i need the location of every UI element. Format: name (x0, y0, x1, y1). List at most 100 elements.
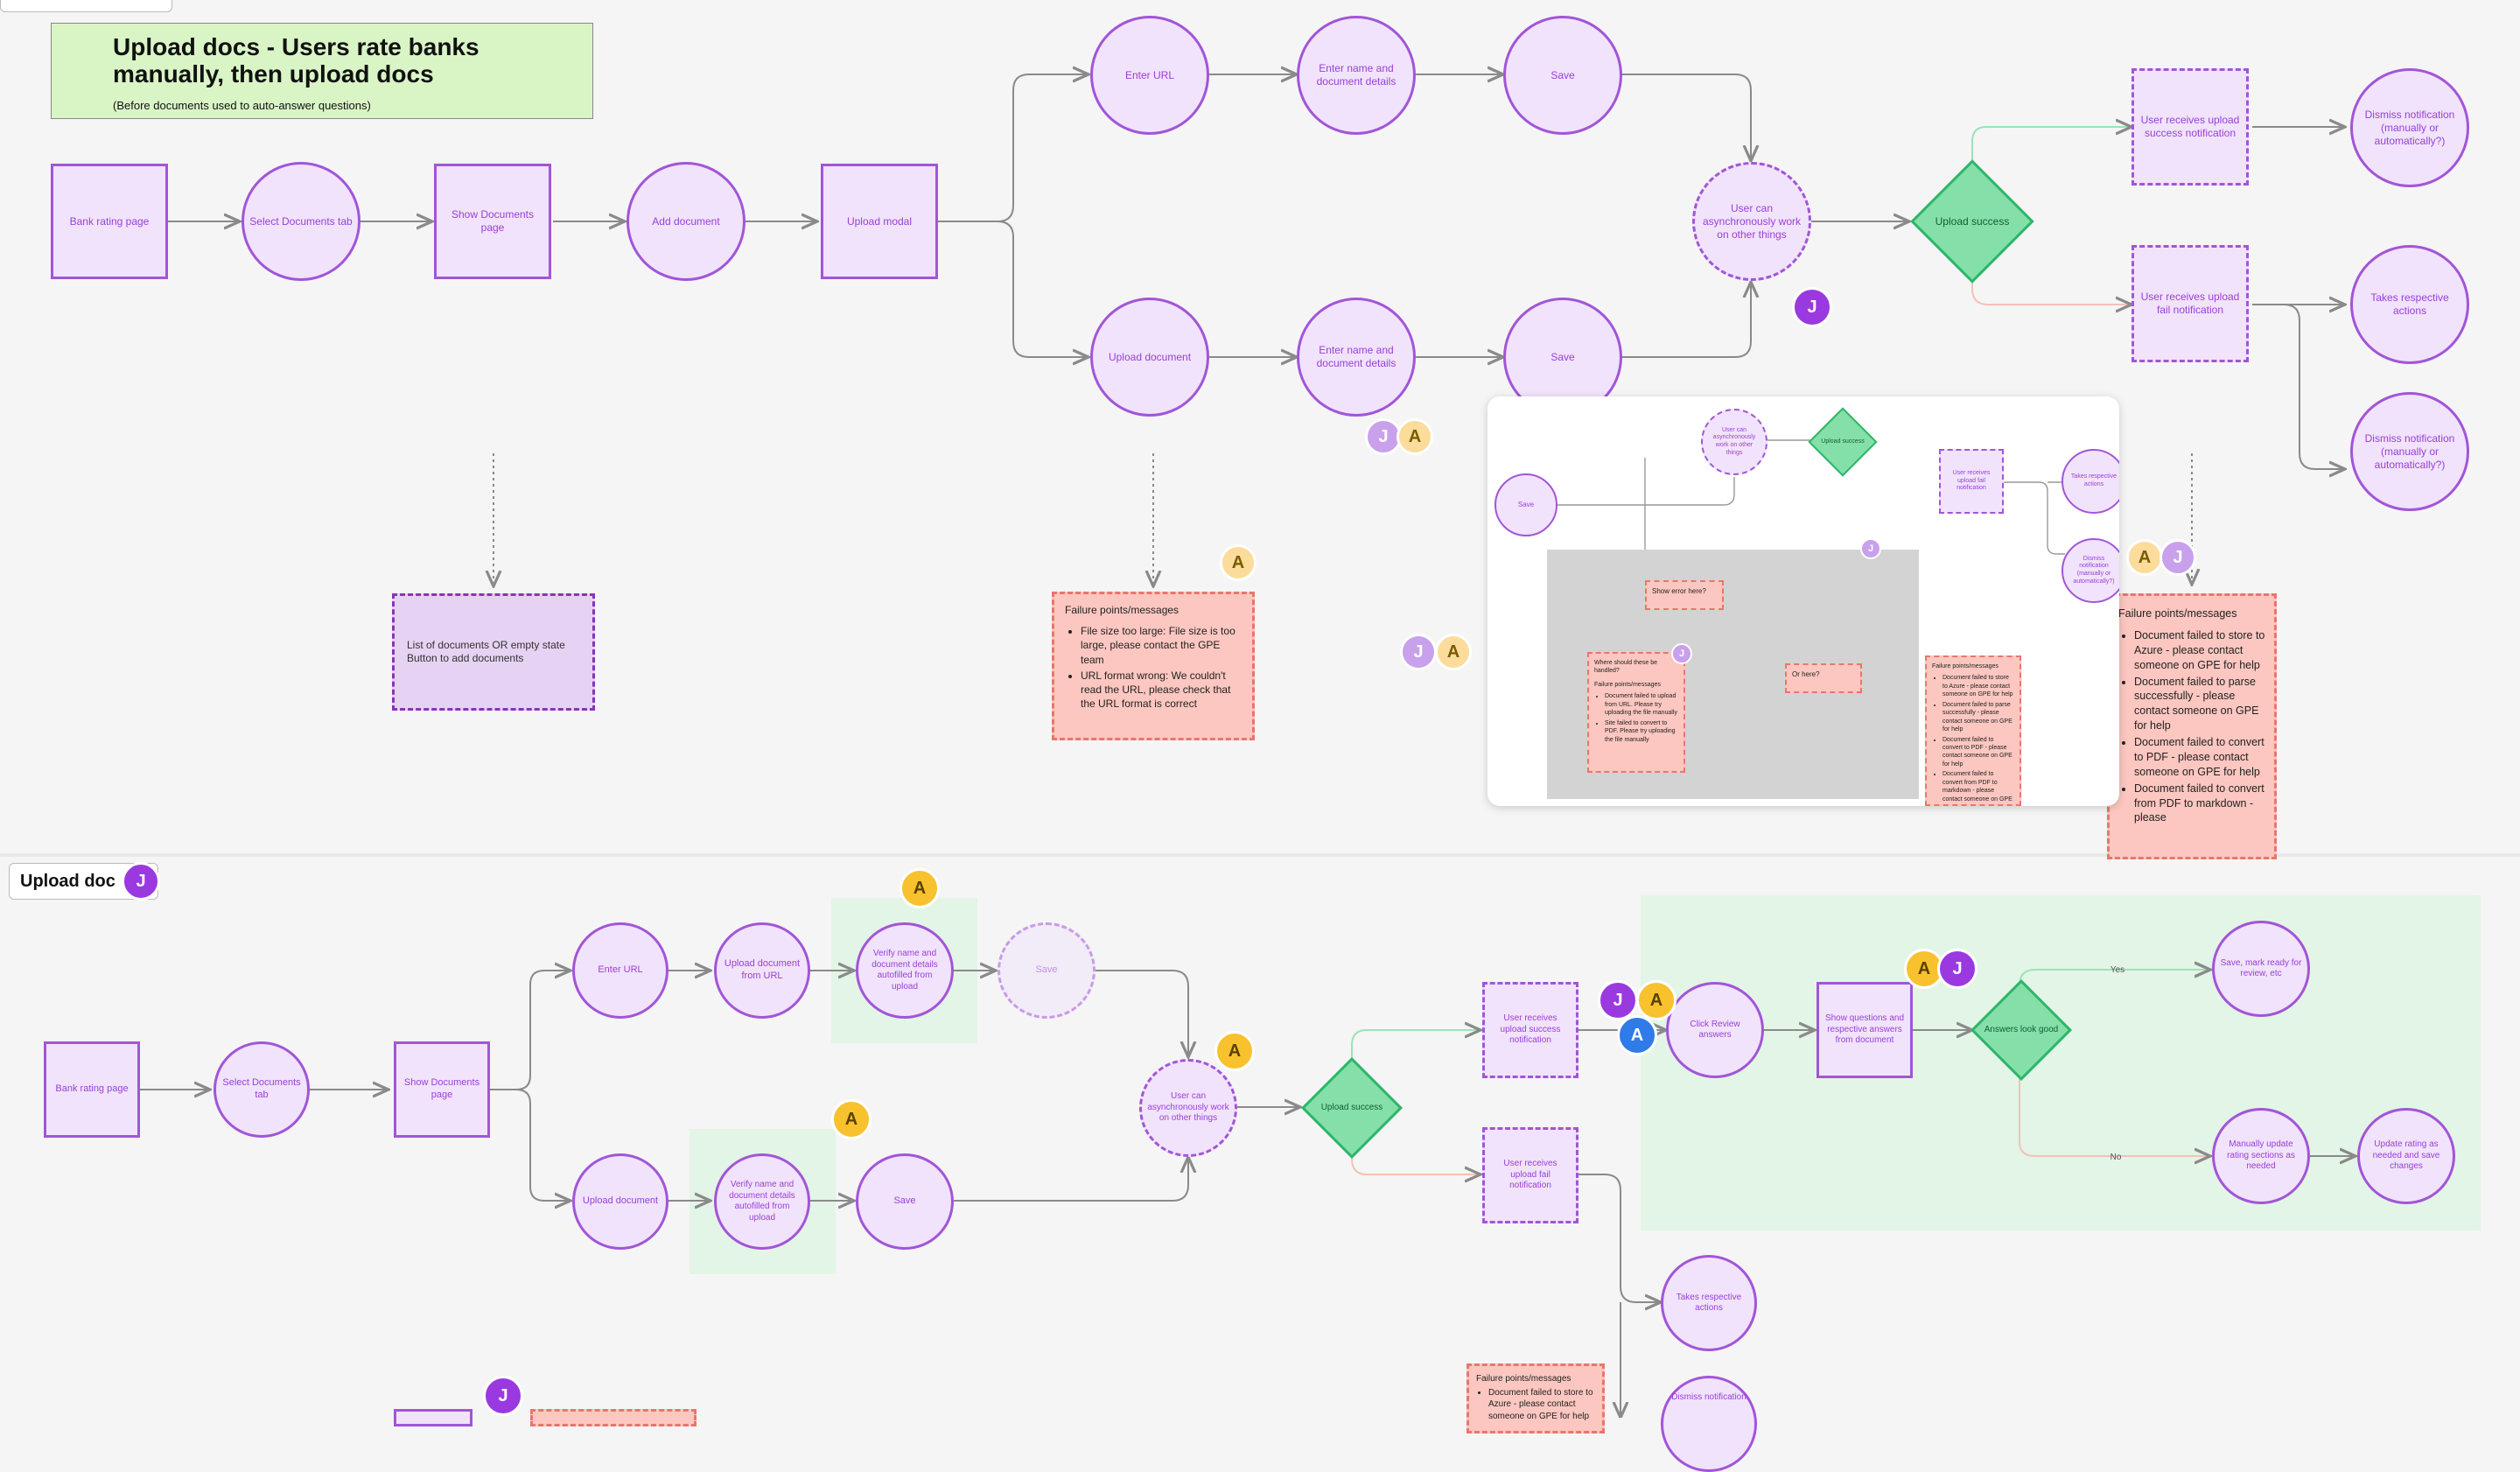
preview-failure-left: Where should these be handled? Failure p… (1587, 652, 1685, 773)
avatar-a[interactable]: A (1636, 980, 1676, 1020)
node-show-documents-page-b[interactable]: Show Documents page (394, 1041, 490, 1138)
failure-item: URL format wrong: We couldn't read the U… (1081, 669, 1242, 711)
node-success-notification[interactable]: User receives upload success notificatio… (2132, 68, 2249, 186)
section-divider (0, 853, 2520, 857)
embedded-preview[interactable]: Save User can asynchronously work on oth… (1488, 396, 2119, 806)
node-enter-url[interactable]: Enter URL (1090, 16, 1209, 135)
preview-failure-title: Failure points/messages (1932, 663, 1998, 669)
avatar-a[interactable]: A (1617, 1015, 1657, 1055)
failure-item: Document failed to convert from PDF to m… (2134, 782, 2265, 826)
preview-failure-list: Document failed to store to Azure - plea… (1932, 674, 2014, 803)
avatar-a[interactable]: A (900, 868, 940, 908)
failure-partial-bottom[interactable] (530, 1409, 696, 1426)
avatar-j[interactable]: J (1792, 287, 1832, 327)
node-upload-modal[interactable]: Upload modal (821, 164, 938, 279)
label-no: No (2110, 1152, 2122, 1162)
node-success-notification-b[interactable]: User receives upload success notificatio… (1482, 982, 1578, 1078)
failure-list: Document failed to store to Azure - plea… (1476, 1387, 1595, 1423)
node-enter-name-details-1[interactable]: Enter name and document details (1297, 16, 1416, 135)
diagram-subtitle: (Before documents used to auto-answer qu… (113, 98, 371, 112)
node-list-of-documents[interactable]: List of documents OR empty state Button … (392, 593, 595, 711)
node-show-documents-page[interactable]: Show Documents page (434, 164, 551, 279)
preview-user-async: User can asynchronously work on other th… (1701, 409, 1768, 475)
avatar-a[interactable]: A (1904, 949, 1944, 989)
node-bank-rating-page[interactable]: Bank rating page (51, 164, 168, 279)
node-takes-actions-b[interactable]: Takes respective actions (1661, 1255, 1757, 1351)
avatar-j[interactable]: J (1937, 949, 1978, 989)
avatar-j[interactable]: J (1400, 634, 1437, 670)
failure-list: Document failed to store to Azure - plea… (2118, 628, 2265, 825)
failure-title: Failure points/messages (1065, 604, 1180, 616)
node-partial-bottom-1[interactable] (394, 1409, 472, 1426)
node-fail-notification-b[interactable]: User receives upload fail notification (1482, 1127, 1578, 1223)
node-fail-notification[interactable]: User receives upload fail notification (2132, 245, 2249, 362)
node-update-rating[interactable]: Update rating as needed and save changes (2357, 1108, 2455, 1204)
preview-failure-right: Failure points/messages Document failed … (1925, 655, 2021, 806)
frame-label[interactable]: Upload doc J (9, 862, 160, 901)
node-enter-url-b[interactable]: Enter URL (572, 922, 668, 1019)
node-save-b[interactable]: Save (856, 1153, 954, 1250)
preview-takes-actions: Takes respective actions (2062, 449, 2119, 514)
node-takes-actions[interactable]: Takes respective actions (2350, 245, 2469, 364)
preview-avatar-j: J (1671, 643, 1692, 664)
preview-or-here: Or here? (1785, 663, 1862, 693)
decision-label: Upload success (1935, 214, 2010, 228)
node-upload-document[interactable]: Upload document (1090, 298, 1209, 417)
avatar-a[interactable]: A (2126, 539, 2163, 576)
node-upload-document-b[interactable]: Upload document (572, 1153, 668, 1250)
decision-label: Answers look good (1984, 1025, 2059, 1034)
avatar-a[interactable]: A (1435, 634, 1472, 670)
avatar-a[interactable]: A (831, 1099, 872, 1139)
node-select-documents-tab-b[interactable]: Select Documents tab (214, 1041, 310, 1138)
node-save-1[interactable]: Save (1503, 16, 1622, 135)
avatar-a[interactable]: A (1214, 1031, 1255, 1071)
avatar-j[interactable]: J (1598, 980, 1638, 1020)
label-yes: Yes (2110, 964, 2125, 975)
failure-item: Document failed to convert to PDF - plea… (2134, 735, 2265, 780)
node-enter-name-details-2[interactable]: Enter name and document details (1297, 298, 1416, 417)
preview-failure-item: Document failed to convert from PDF to m… (1942, 770, 2014, 803)
avatar-a[interactable]: A (1220, 544, 1256, 581)
failure-points-right[interactable]: Failure points/messages Document failed … (2107, 593, 2277, 859)
node-dismiss-b[interactable]: Dismiss notification (1661, 1376, 1757, 1472)
preview-failure-list: Document failed to upload from URL. Plea… (1594, 692, 1678, 744)
avatar-j[interactable]: J (1365, 418, 1402, 455)
node-add-document[interactable]: Add document (626, 162, 746, 281)
node-save-mark-ready[interactable]: Save, mark ready for review, etc (2212, 921, 2310, 1017)
node-dismiss-notification-2[interactable]: Dismiss notification (manually or automa… (2350, 392, 2469, 511)
title-card[interactable]: Upload docs - Users rate banks manually,… (51, 23, 593, 119)
preview-save: Save (1494, 473, 1558, 536)
preview-show-error: Show error here? (1645, 580, 1724, 610)
avatar-j[interactable]: J (483, 1376, 523, 1416)
failure-points-bottom[interactable]: Failure points/messages Document failed … (1466, 1363, 1605, 1433)
node-bank-rating-page-b[interactable]: Bank rating page (44, 1041, 140, 1138)
failure-item: File size too large: File size is too la… (1081, 624, 1242, 667)
decision-upload-success[interactable]: Upload success (1910, 159, 2034, 284)
preview-failure-title: Failure points/messages (1594, 681, 1661, 688)
diagram-title: Upload docs - Users rate banks manually,… (113, 33, 480, 88)
node-select-documents-tab[interactable]: Select Documents tab (242, 162, 360, 281)
node-show-questions[interactable]: Show questions and respective answers fr… (1816, 982, 1913, 1078)
preview-failure-item: Document failed to upload from URL. Plea… (1605, 692, 1678, 717)
node-verify-details-1[interactable]: Verify name and document details autofil… (856, 922, 954, 1019)
decision-upload-success-b[interactable]: Upload success (1301, 1057, 1403, 1159)
frame-tab-top[interactable] (0, 0, 172, 12)
decision-label: Upload success (1320, 1103, 1383, 1112)
node-save-ghost[interactable]: Save (998, 922, 1096, 1019)
node-manually-update[interactable]: Manually update rating sections as neede… (2212, 1108, 2310, 1204)
failure-points-top[interactable]: Failure points/messages File size too la… (1052, 592, 1255, 740)
preview-failure-item: Document failed to store to Azure - plea… (1942, 674, 2014, 698)
node-user-async[interactable]: User can asynchronously work on other th… (1692, 162, 1811, 281)
avatar-j[interactable]: J (122, 862, 160, 901)
decision-answers-good[interactable]: Answers look good (1970, 979, 2072, 1081)
node-click-review[interactable]: Click Review answers (1666, 982, 1764, 1078)
node-upload-from-url[interactable]: Upload document from URL (714, 922, 810, 1019)
node-user-async-b[interactable]: User can asynchronously work on other th… (1139, 1059, 1237, 1157)
node-dismiss-notification-1[interactable]: Dismiss notification (manually or automa… (2350, 68, 2469, 187)
node-verify-details-2[interactable]: Verify name and document details autofil… (714, 1153, 810, 1250)
avatar-a[interactable]: A (1396, 418, 1433, 455)
avatar-j[interactable]: J (2160, 539, 2196, 576)
preview-failure-item: Document failed to convert to PDF - plea… (1942, 736, 2014, 769)
preview-where-shown: Where should these be handled? (1594, 660, 1657, 675)
